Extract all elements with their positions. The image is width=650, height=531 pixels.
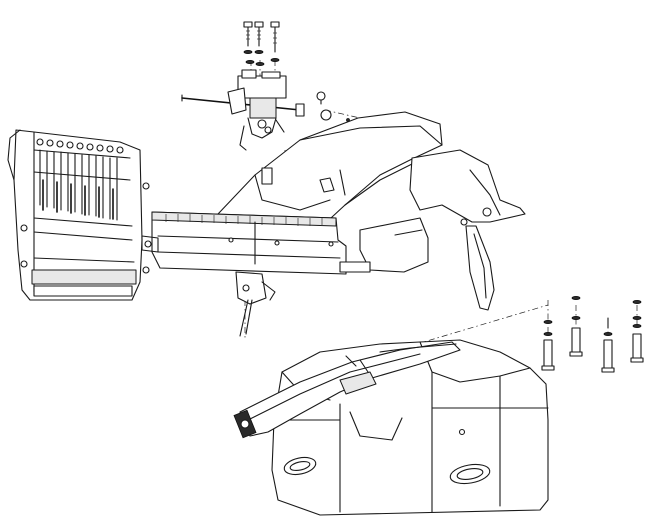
screw-b [569,295,583,357]
free-arm [233,341,461,439]
top-screw-set [243,21,280,67]
screw-d [630,299,644,363]
tension-knobs [36,138,124,154]
needle-bar-driver [181,69,305,151]
needle-bars [39,149,118,221]
screw-c [601,317,615,373]
screw-3 [270,21,280,63]
screw-a [541,319,555,371]
upper-arm-cover [217,111,526,311]
rail-ticks [165,214,323,226]
small-pulley [316,91,350,122]
screw-1 [243,21,253,55]
needle-case [7,129,150,301]
screw-2 [254,21,264,55]
needle-bar-slide-plate [141,211,371,275]
presser-foot-assembly [235,271,276,337]
side-screw-set [541,295,644,373]
